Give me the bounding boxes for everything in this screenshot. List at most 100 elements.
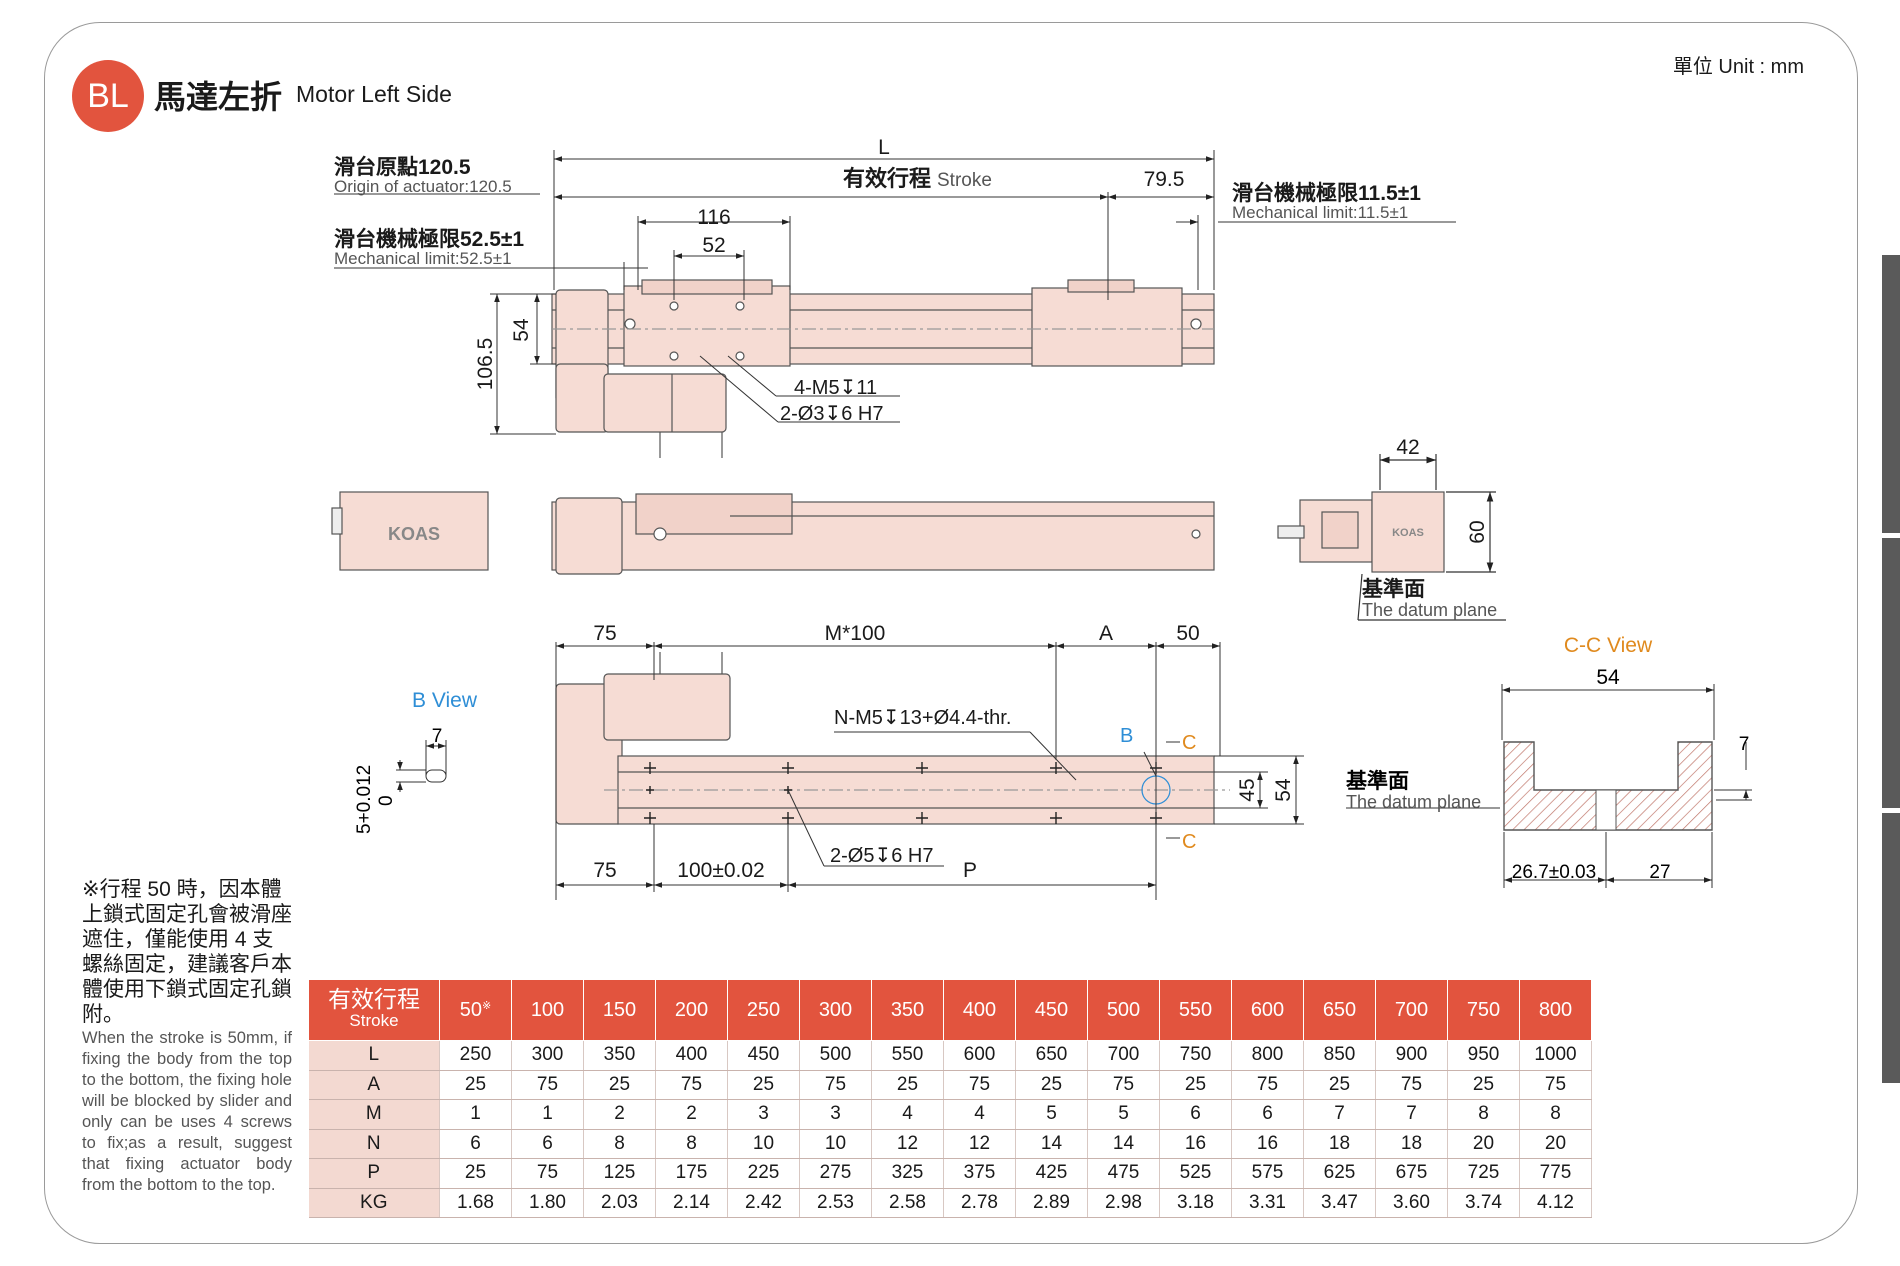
table-cell: 4 [871,1099,944,1130]
table-cell: 750 [1159,1040,1232,1071]
table-cell: 325 [871,1158,944,1189]
table-cell: 7 [1375,1099,1448,1130]
table-cell: 625 [1303,1158,1376,1189]
table-cell: 1 [511,1099,584,1130]
section-badge: BL [72,60,144,132]
motor-end-face [339,491,489,571]
label-b: B [1120,725,1133,747]
bottom-view-dimensions [555,642,1304,900]
row-label: M [308,1099,440,1130]
table-cell: 275 [799,1158,872,1189]
table-cell: 10 [727,1129,800,1159]
stroke-col-header: 150 [583,979,656,1041]
table-cell: 12 [871,1129,944,1159]
table-cell: 6 [1231,1099,1304,1130]
table-cell: 700 [1087,1040,1160,1071]
dim-L: L [878,136,890,159]
table-cell: 25 [727,1070,800,1100]
page-frame [44,22,1858,1244]
table-cell: 3.74 [1447,1188,1520,1218]
table-cell: 1 [439,1099,512,1130]
stroke-col-header: 750 [1447,979,1520,1041]
table-cell: 350 [583,1040,656,1071]
section-title-en: Motor Left Side [296,81,452,107]
table-cell: 775 [1519,1158,1592,1189]
stroke-col-header: 200 [655,979,728,1041]
row-label: KG [308,1188,440,1218]
table-cell: 375 [943,1158,1016,1189]
bottom-view [555,652,1230,825]
table-cell: 2.98 [1087,1188,1160,1218]
table-cell: 725 [1447,1158,1520,1189]
table-cell: 225 [727,1158,800,1189]
table-cell: 25 [583,1070,656,1100]
table-cell: 5 [1087,1099,1160,1130]
table-cell: 900 [1375,1040,1448,1071]
table-cell: 6 [1159,1099,1232,1130]
table-cell: 12 [943,1129,1016,1159]
table-cell: 8 [583,1129,656,1159]
table-cell: 25 [1015,1070,1088,1100]
table-cell: 1.80 [511,1188,584,1218]
table-cell: 950 [1447,1040,1520,1071]
label-c-bottom: C [1182,831,1196,853]
dim-52: 52 [702,234,725,257]
table-cell: 3.60 [1375,1188,1448,1218]
table-cell: 75 [511,1158,584,1189]
table-cell: 75 [1231,1070,1304,1100]
end-view-body [1371,491,1445,573]
table-cell: 8 [1519,1099,1592,1130]
table-cell: 175 [655,1158,728,1189]
table-cell: 18 [1375,1129,1448,1159]
mech-limit-left-zh: 滑台機械極限52.5±1 [334,227,524,251]
section-title-zh: 馬達左折 [154,79,283,115]
note-en: When the stroke is 50mm, if fixing the b… [82,1029,292,1194]
table-cell: 2.03 [583,1188,656,1218]
row-label: P [308,1158,440,1189]
table-cell: 75 [655,1070,728,1100]
table-cell: 525 [1159,1158,1232,1189]
stroke-col-header: 250 [727,979,800,1041]
table-cell: 1000 [1519,1040,1592,1071]
table-cell: 425 [1015,1158,1088,1189]
side-tab [1882,255,1900,533]
table-cell: 800 [1231,1040,1304,1071]
table-cell: 2.14 [655,1188,728,1218]
b-view-dim-7: 7 [432,726,443,747]
unit-label: 單位 Unit : mm [1672,56,1804,78]
dim-50: 50 [1176,622,1199,645]
logo-koas: KOAS [1392,527,1424,539]
cc-section [1503,741,1713,831]
stroke-col-header: 100 [511,979,584,1041]
top-view [551,279,1215,458]
side-view: KOAS [331,491,1215,575]
end-view-labels: 42 60 基準面 The datum plane [1362,436,1497,620]
stroke-col-header: 350 [871,979,944,1041]
row-label: L [308,1040,440,1071]
stroke-label-zh: 有效行程 [843,166,931,191]
mech-limit-right-en: Mechanical limit:11.5±1 [1232,203,1408,222]
table-cell: 16 [1231,1129,1304,1159]
callout-pin: 2-Ø3↧6 H7 [780,403,883,425]
table-cell: 3.18 [1159,1188,1232,1218]
motor [603,373,727,433]
stroke-col-header: 550 [1159,979,1232,1041]
stroke-col-header: 450 [1015,979,1088,1041]
table-cell: 10 [799,1129,872,1159]
b-view-tolerance: 5+0.012 [354,765,375,834]
dim-116: 116 [697,206,730,229]
table-cell: 2.42 [727,1188,800,1218]
table-cell: 2.78 [943,1188,1016,1218]
stroke-col-header: 600 [1231,979,1304,1041]
stroke-col-header: 400 [943,979,1016,1041]
table-cell: 300 [511,1040,584,1071]
table-cell: 575 [1231,1158,1304,1189]
stroke-col-header: 700 [1375,979,1448,1041]
